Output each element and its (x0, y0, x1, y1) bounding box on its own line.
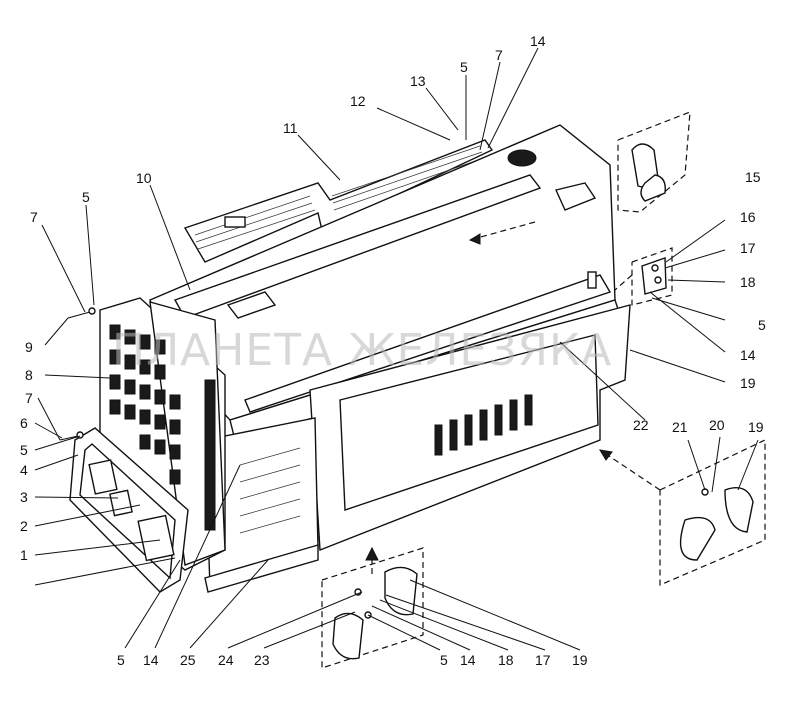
leader-lines (34, 47, 759, 651)
callout-19-box: 19 (748, 419, 764, 435)
callout-5-bottom-a: 5 (117, 652, 125, 668)
callout-10: 10 (136, 170, 152, 186)
callout-14-top: 14 (530, 33, 546, 49)
callout-1: 1 (20, 547, 28, 563)
callout-7-top: 7 (495, 47, 503, 63)
callout-17-bottom: 17 (535, 652, 551, 668)
callout-6: 6 (20, 415, 28, 431)
side-vents (434, 394, 533, 456)
callout-5-bottom-b: 5 (440, 652, 448, 668)
callout-5-right: 5 (758, 317, 766, 333)
detail-bottom-right (599, 439, 766, 586)
callout-12: 12 (350, 93, 366, 109)
detail-top-right (468, 111, 691, 245)
callout-15: 15 (745, 169, 761, 185)
callout-9: 9 (25, 339, 33, 355)
callout-5-mid: 5 (20, 442, 28, 458)
side-panel (309, 304, 631, 552)
callout-19-right: 19 (740, 375, 756, 391)
rear-panel (183, 139, 494, 263)
grille-slots (109, 324, 181, 485)
callout-labels: 7 14 5 13 12 11 10 5 7 9 8 7 6 5 4 3 2 1… (20, 33, 766, 668)
callout-2: 2 (20, 518, 28, 534)
callout-19-bottom: 19 (572, 652, 588, 668)
detail-bottom-center (321, 546, 424, 669)
callout-20: 20 (709, 417, 725, 433)
callout-18-right: 18 (740, 274, 756, 290)
callout-8: 8 (25, 367, 33, 383)
callout-17-right: 17 (740, 240, 756, 256)
callout-5-top: 5 (460, 59, 468, 75)
callout-14-bottom-b: 14 (460, 652, 476, 668)
callout-23: 23 (254, 652, 270, 668)
bolts-left (59, 307, 96, 441)
detail-right (614, 247, 673, 306)
callout-13: 13 (410, 73, 426, 89)
callout-3: 3 (20, 489, 28, 505)
callout-7-left: 7 (30, 209, 38, 225)
callout-7-mid: 7 (25, 390, 33, 406)
callout-5-left: 5 (82, 189, 90, 205)
watermark: ПЛАНЕТА ЖЕЛЕЗЯКА (112, 325, 612, 376)
callout-14-right: 14 (740, 347, 756, 363)
callout-25: 25 (180, 652, 196, 668)
callout-16: 16 (740, 209, 756, 225)
callout-21: 21 (672, 419, 688, 435)
callout-18-bottom: 18 (498, 652, 514, 668)
front-plate (69, 427, 189, 593)
callout-11: 11 (283, 120, 298, 136)
callout-22: 22 (633, 417, 649, 433)
callout-4: 4 (20, 462, 28, 478)
callout-24: 24 (218, 652, 234, 668)
callout-14-bottom-a: 14 (143, 652, 159, 668)
